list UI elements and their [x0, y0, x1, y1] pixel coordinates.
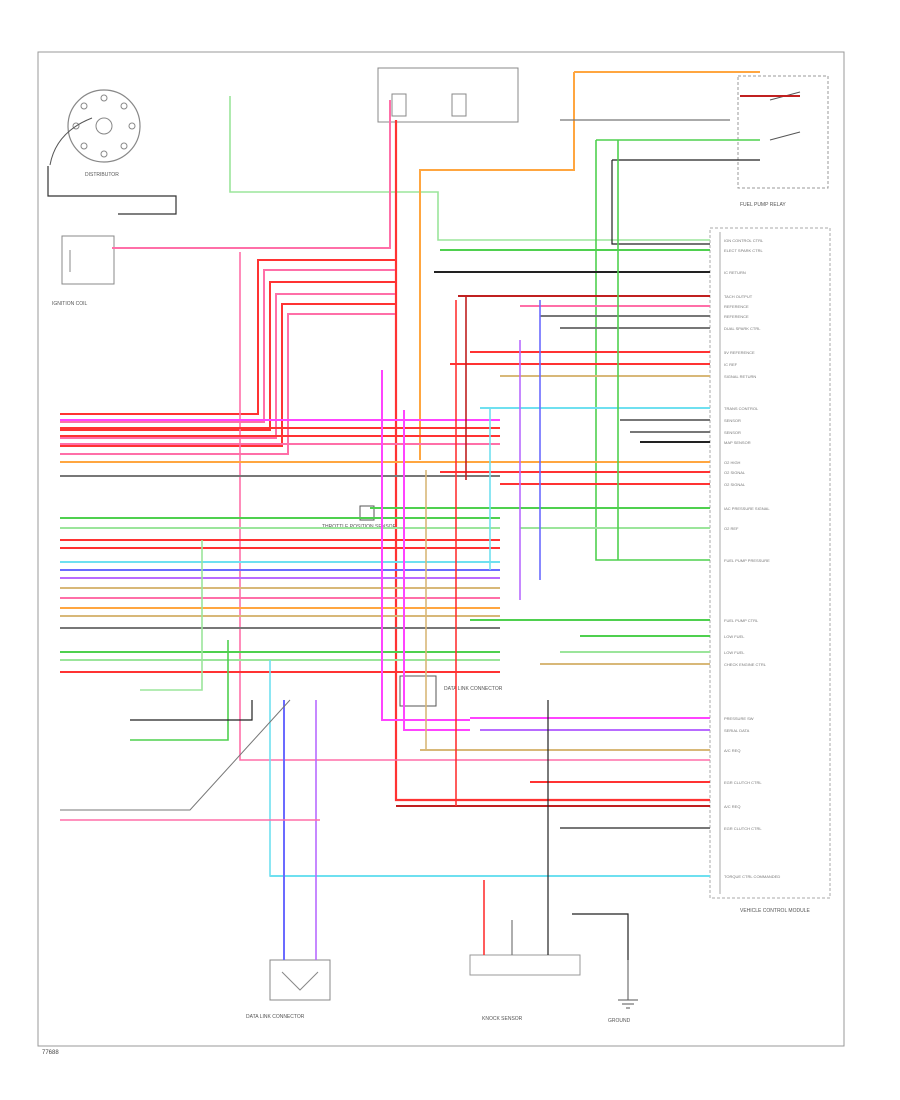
module-pin-labels: IGN CONTROL CTRL ELECT SPARK CTRL IC RETUR…: [724, 238, 780, 879]
module-pin-label: FUEL PUMP CTRL: [724, 618, 759, 623]
module-pin-label: TRANS CONTROL: [724, 406, 759, 411]
dlc-label: DATA LINK CONNECTOR: [444, 686, 503, 692]
module-pin-label: ELECT SPARK CTRL: [724, 248, 764, 253]
wire: [269, 660, 710, 877]
fuse-block: [377, 67, 519, 123]
wire: [112, 100, 391, 249]
module-pin-label: LOW FUEL: [724, 634, 745, 639]
wire: [595, 140, 710, 561]
module-pin-label: IGN CONTROL CTRL: [724, 238, 764, 243]
module-pin-label: TACH OUTPUT: [724, 294, 753, 299]
module-label: VEHICLE CONTROL MODULE: [740, 908, 810, 914]
wire: [381, 370, 470, 721]
wire-group: [60, 71, 800, 960]
wire: [572, 913, 629, 960]
module-pin-label: TORQUE CTRL COMMANDED: [724, 874, 780, 879]
module-pin-label: A/C REQ: [724, 748, 740, 753]
wire: [60, 259, 395, 415]
module-pin-label: IC RETURN: [724, 270, 746, 275]
module-pin-label: 5V REFERENCE: [724, 350, 755, 355]
module-pin-label: REFERENCE: [724, 304, 749, 309]
wire: [130, 700, 253, 721]
module-pin-label: REFERENCE: [724, 314, 749, 319]
wire: [229, 96, 710, 241]
module-pin-label: PRESSURE SW: [724, 716, 754, 721]
module-pin-label: SENSOR: [724, 430, 741, 435]
fuel-pump-relay-label: FUEL PUMP RELAY: [740, 202, 786, 208]
wire: [419, 72, 575, 460]
module-pin-label: SENSOR: [724, 418, 741, 423]
module-pin-label: O2 SIGNAL: [724, 470, 746, 475]
fuse-element-2: [451, 93, 467, 117]
wire: [60, 303, 395, 447]
transmission-sensor-symbol: DATA LINK CONNECTOR: [246, 959, 331, 1020]
ignition-coil-label: IGNITION COIL: [52, 301, 88, 307]
wire: [130, 640, 229, 741]
module-pin-label: DUAL SPARK CTRL: [724, 326, 761, 331]
module-pin-label: CHECK ENGINE CTRL: [724, 662, 767, 667]
distributor-label: DISTRIBUTOR: [85, 172, 119, 178]
ignition-coil-symbol: IGNITION COIL: [52, 235, 115, 307]
module-pin-label: SERIAL DATA: [724, 728, 750, 733]
fuse-element-1: [391, 93, 407, 117]
wire: [140, 540, 203, 691]
knock-sensor-symbol: KNOCK SENSOR: [469, 954, 581, 1022]
module-pin-label: A/C REQ: [724, 804, 740, 809]
module-pin-label: IC REF: [724, 362, 738, 367]
wire: [60, 281, 395, 431]
ground-label: GROUND: [608, 1018, 631, 1024]
module-pin-label: SIGNAL RETURN: [724, 374, 756, 379]
wire: [60, 313, 395, 455]
wire: [403, 410, 470, 731]
wire: [239, 252, 710, 761]
wire: [60, 293, 395, 439]
fuel-pump-relay-symbol: FUEL PUMP RELAY: [737, 75, 829, 208]
module-pin-label: O2 REF: [724, 526, 739, 531]
module-pin-label: LOW FUEL: [724, 650, 745, 655]
wire: [60, 699, 291, 811]
module-pin-label: EGR CLUTCH CTRL: [724, 780, 762, 785]
module-pin-label: IAC PRESSURE SIGNAL: [724, 506, 770, 511]
module-pin-label: FUEL PUMP PRESSURE: [724, 558, 770, 563]
transmission-sensor-label: DATA LINK CONNECTOR: [246, 1014, 305, 1020]
module-pin-label: EGR CLUTCH CTRL: [724, 826, 762, 831]
data-link-connector-symbol: DATA LINK CONNECTOR: [399, 675, 503, 707]
wire: [60, 269, 395, 423]
module-pin-block: [709, 227, 831, 899]
diagram-frame: [37, 51, 845, 1047]
wire: [394, 120, 710, 802]
module-pin-label: MAP SENSOR: [724, 440, 751, 445]
figure-id: 77688: [42, 1050, 59, 1056]
module-pin-label: O2 SIGNAL: [724, 482, 746, 487]
wire: [611, 160, 710, 245]
ground-symbol: GROUND: [608, 960, 638, 1024]
module-pin-label: O2 HIGH: [724, 460, 741, 465]
knock-sensor-label: KNOCK SENSOR: [482, 1016, 523, 1022]
distributor-symbol: DISTRIBUTOR: [67, 89, 141, 178]
